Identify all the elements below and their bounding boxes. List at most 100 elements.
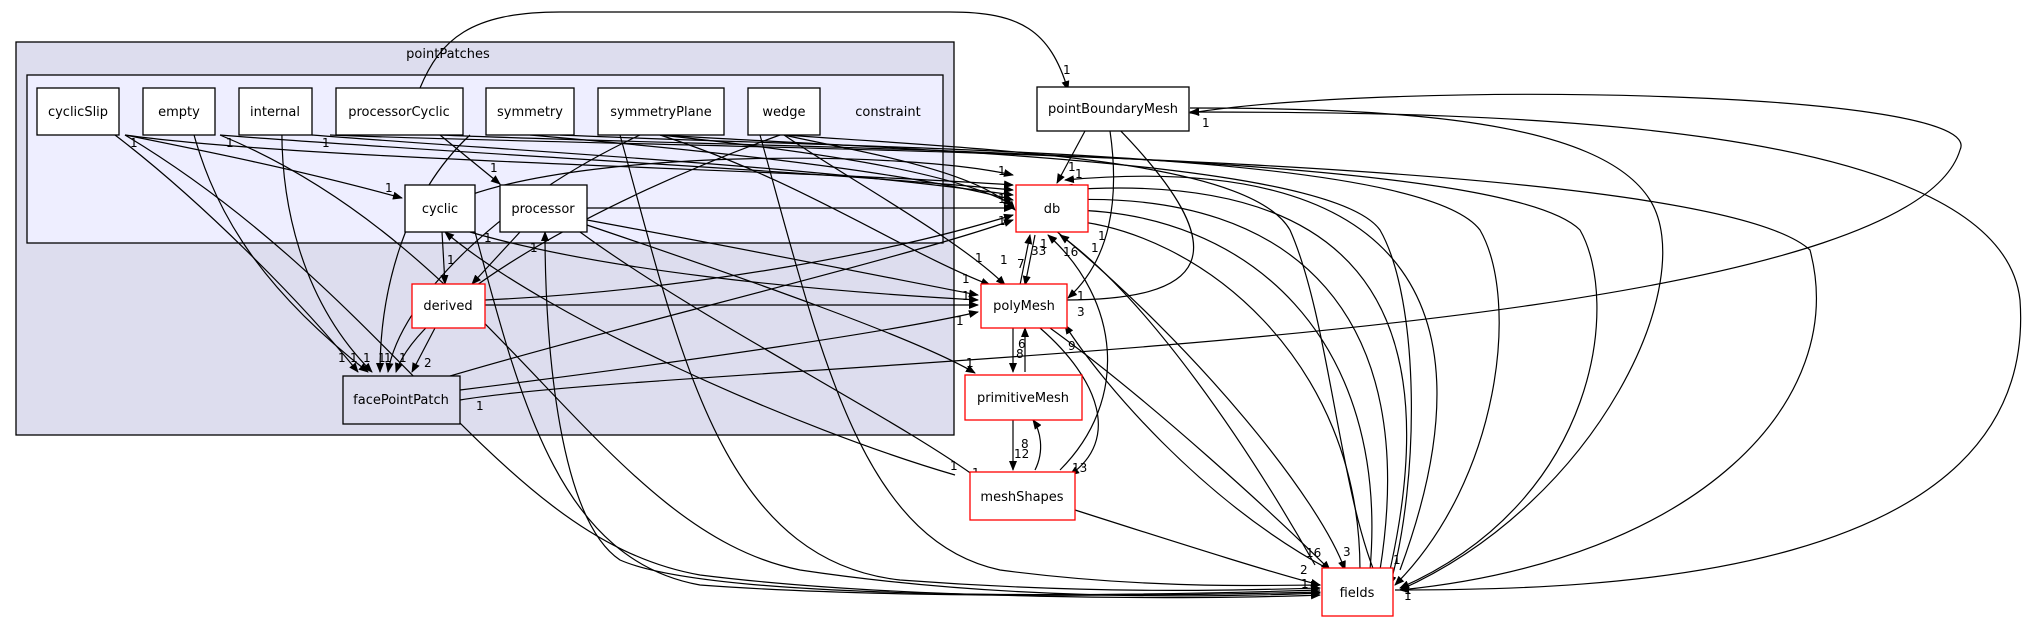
edge-processor-derived: 1 [471,231,521,285]
edge-label: 1 [484,231,492,245]
node-label: processor [511,202,575,217]
node-processor[interactable]: processor [499,184,588,233]
edge-processor-primitiveMesh: 1 [586,224,976,374]
node-label: internal [250,105,300,120]
edge-label: 1 [399,351,407,365]
node-label: facePointPatch [353,393,449,408]
edge-polyMesh-db: 33 [1019,234,1046,286]
edge-cyclic-db: 1 [469,157,1014,196]
node-label: cyclic [422,202,458,217]
edge-label: 33 [1031,244,1046,258]
edge-empty-facePointPatch: 1 [189,119,369,373]
edge-primitiveMesh-meshShapes: 12 [1009,420,1029,471]
node-label: processorCyclic [348,105,450,120]
edge-label: 1 [1075,167,1083,181]
edge-processor-db: 1 [587,192,1014,212]
node-pointBoundaryMesh[interactable]: pointBoundaryMesh [1036,86,1190,132]
node-label: symmetryPlane [610,105,712,120]
node-cyclic[interactable]: cyclic [404,184,476,233]
edges: 1 1 1 1 1 1 1 [114,11,2022,603]
node-label: derived [423,299,472,314]
edge-label: 1 [956,314,964,328]
edge-label: 1 [490,161,498,175]
edge-label: 1 [350,351,358,365]
edge-db-polyMesh: 7 [1017,234,1036,286]
edge-meshShapes-primitiveMesh: 8 [1021,419,1042,471]
edge-inner-fields7 [783,134,1381,586]
edge-label: 6 [1018,337,1026,351]
node-empty[interactable]: empty [142,87,216,136]
edge-wedge-facePointPatch: 1 [395,134,781,373]
node-db[interactable]: db [1015,184,1089,233]
node-cyclicSlip[interactable]: cyclicSlip [36,87,120,136]
edge-wedge-db [783,134,1016,211]
node-internal[interactable]: internal [238,87,313,136]
edge-facePointPatch-pointBoundaryMesh: 1 [459,93,1962,413]
node-wedge[interactable]: wedge [747,87,821,136]
node-polyMesh[interactable]: polyMesh [980,283,1068,329]
edge-label: 1 [1068,160,1076,174]
edge-inner-polyMesh: 1 [659,134,991,286]
edge-facePointPatch-polyMesh: 1 [459,310,979,391]
edge-label: 12 [1014,447,1029,461]
node-label: wedge [762,105,805,120]
node-fields[interactable]: fields [1321,567,1394,617]
edge-polyMesh-primitiveMesh: 8 [1009,328,1024,373]
edge-label: 1 [447,253,455,267]
edge-label: 1 [378,351,386,365]
edge-label: 1 [998,214,1006,228]
node-symmetry[interactable]: symmetry [485,87,575,136]
node-label: fields [1340,586,1375,601]
edge-label: 1 [1202,116,1210,130]
edge-label: 1 [384,351,392,365]
edge-fields-meshShapes-label: 9 [1068,339,1076,353]
edge-label: 8 [1016,347,1024,361]
edge-label: 7 [1017,257,1025,271]
edge-label: 1 [130,136,138,150]
edge-cyclicSlip-db: 1 [124,134,1014,189]
edge-label: 1 [1098,229,1106,243]
edge-label: 1 [950,459,958,473]
node-symmetryPlane[interactable]: symmetryPlane [597,87,725,136]
edge-label: 1 [226,136,234,150]
edge-label: 1 [363,351,371,365]
cluster-constraint-label: constraint [855,105,920,120]
node-label: meshShapes [980,490,1063,505]
node-facePointPatch[interactable]: facePointPatch [342,375,461,425]
edge-inner-fields8 [124,134,1321,600]
edge-cyclic-derived: 1 [440,231,455,285]
edge-internal-facePointPatch: 1 [281,119,373,373]
edge-label: 1 [338,351,346,365]
edge-cyclic-fields: 1 [474,231,1321,597]
node-meshShapes[interactable]: meshShapes [969,471,1076,521]
edge-derived-db: 1 [484,213,1014,301]
node-processorCyclic[interactable]: processorCyclic [335,87,464,136]
edge-label: 1 [1040,237,1048,251]
edge-processorCyclic-processor: 1 [439,134,501,185]
edge-inner-fields2 [759,134,1321,590]
edge-label: 16 [1063,245,1078,259]
node-label: db [1044,202,1061,217]
edge-label: 1 [1077,289,1085,303]
edge-meshShapes-db: 1 [1047,234,1109,471]
edge-label: 1 [530,241,538,255]
edge-label: 1 [1091,241,1099,255]
node-label: cyclicSlip [48,105,108,120]
edge-label: 1 [962,289,970,303]
edge-label: 3 [1343,545,1351,559]
edge-derived-polyMesh: 1 [485,289,979,309]
edge-extra-db5: 1 [1064,216,1361,571]
edge-inner-fields6 [659,134,1412,586]
edge-label: 1 [1063,63,1071,77]
edge-cyclicSlip-facePointPatch: 1 [114,134,359,373]
node-primitiveMesh[interactable]: primitiveMesh [964,374,1083,421]
edge-derived-facePointPatch: 2 [411,327,436,373]
node-derived[interactable]: derived [411,283,486,329]
edge-processor-polyMesh: 1 [586,219,979,298]
edge-cyclicSlip-cyclic: 1 [124,134,403,200]
edge-inner-fields4 [439,134,1598,589]
edge-label: 1 [998,192,1006,206]
edge-polyMesh-fields: 16 [1049,327,1331,571]
edge-cyclic-polyMesh: 1 [469,231,979,304]
